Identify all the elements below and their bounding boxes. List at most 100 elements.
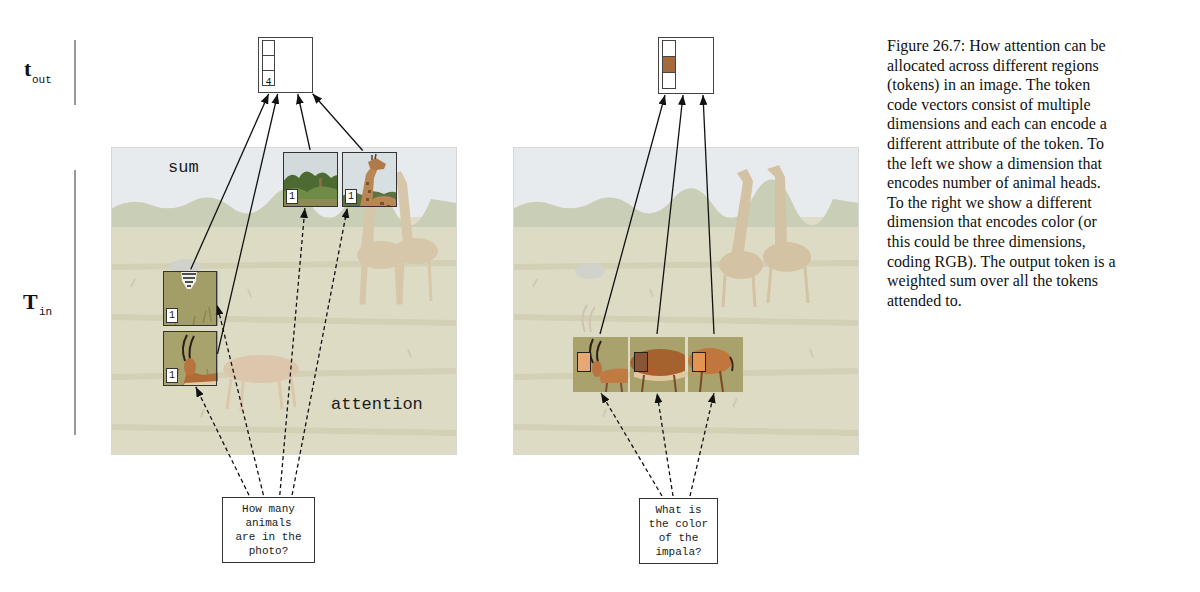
patch-picture-part-part <box>182 274 196 286</box>
head-count: 1 <box>166 308 178 323</box>
operation-label: sum <box>168 158 199 177</box>
patch-picture <box>342 152 398 212</box>
vector-cell <box>262 40 275 56</box>
photo-left-part-part <box>111 147 457 455</box>
patch-picture-part-part <box>163 271 218 326</box>
faint-giraffes-part <box>401 261 431 301</box>
colour-swatch <box>578 353 591 372</box>
patch-picture-part-part-part <box>366 182 369 185</box>
faint-giraffes-part <box>731 169 753 259</box>
attention-arrows-part <box>657 393 673 496</box>
faint-zebra <box>575 263 605 279</box>
photo-left-part <box>111 147 457 455</box>
patch-picture-part <box>163 271 218 326</box>
sum-arrows <box>600 95 714 334</box>
patch-picture-part-part <box>366 182 390 207</box>
patch-picture-part <box>688 337 743 392</box>
patch-picture-part-part <box>573 337 628 392</box>
question-text: What is the color of the impala? <box>644 503 713 559</box>
patch-picture-part-part <box>283 171 338 207</box>
vector-cell: 4 <box>262 70 275 86</box>
question-box: How many animals are in the photo? <box>222 497 315 563</box>
faint-giraffes-part <box>723 275 755 307</box>
head-count: 1 <box>166 368 178 383</box>
count-value: 4 <box>265 76 271 90</box>
patch-picture-part-part <box>368 158 386 170</box>
faint-giraffes-part <box>361 265 401 303</box>
token-subscript: in <box>39 306 52 318</box>
faint-giraffes <box>357 165 438 303</box>
output-token: 4 <box>258 37 313 93</box>
operation-label: attention <box>331 395 423 414</box>
sum-arrow <box>313 94 363 151</box>
output-token-part <box>663 73 676 89</box>
colour-swatch <box>635 353 648 372</box>
photo-right-part <box>514 148 859 455</box>
patch-picture <box>573 337 628 392</box>
question-box: What is the color of the impala? <box>639 498 718 564</box>
patch-picture-part <box>163 331 218 386</box>
patch-picture-part-part <box>590 339 601 363</box>
faint-giraffes-part <box>719 251 763 279</box>
attention-arrows <box>601 393 714 496</box>
patch-picture-part-part <box>599 369 628 384</box>
faint-giraffes-part <box>767 165 787 247</box>
output-token <box>659 38 714 94</box>
patch-picture-part <box>342 152 397 207</box>
token-symbol: T <box>23 290 38 314</box>
patch-picture-part-part <box>372 154 376 160</box>
image-token: 1 <box>163 271 217 326</box>
patch-picture <box>283 152 338 207</box>
question-text: How many animals are in the photo? <box>234 502 303 558</box>
photo-right-part-part <box>513 147 859 455</box>
patch-picture-part-part <box>183 335 194 361</box>
patch-picture <box>163 267 218 326</box>
photo-left-part <box>112 148 457 455</box>
sum-arrows-part <box>657 95 683 334</box>
patch-picture <box>630 337 690 392</box>
faint-giraffes-part <box>768 267 808 303</box>
patch-picture-part-part <box>606 383 622 392</box>
attention-arrow <box>280 208 305 495</box>
patch-picture-part-part <box>163 331 218 386</box>
head-count: 1 <box>345 189 357 204</box>
patch-picture <box>163 331 218 386</box>
faint-impala-part <box>227 377 295 411</box>
patch-picture-part-part <box>688 337 743 392</box>
output-token-part <box>663 41 676 57</box>
sum-arrows-part <box>600 95 665 334</box>
attention-arrow <box>217 305 263 495</box>
faint-giraffes-part <box>394 238 438 264</box>
image-token: 1 <box>342 152 397 207</box>
patch-picture-part-part <box>167 307 211 326</box>
colour-swatch <box>693 353 706 372</box>
sum-arrow <box>298 94 310 150</box>
vector-cell <box>262 55 275 71</box>
patch-picture-part-part <box>184 358 196 376</box>
head-count: 1 <box>286 189 298 204</box>
attention-arrow <box>196 387 249 495</box>
image-token: 1 <box>283 152 338 207</box>
patch-picture-part-part <box>634 371 685 381</box>
photo-left <box>111 147 457 455</box>
patch-picture-part-part-part <box>368 190 371 193</box>
faint-horns <box>582 305 595 332</box>
patch-picture-part <box>630 337 685 392</box>
axis-bracket-part <box>75 40 76 105</box>
sum-arrows-part <box>703 95 714 334</box>
patch-picture-part-part <box>283 152 338 207</box>
faint-giraffes <box>719 165 811 307</box>
patch-picture-part-part <box>283 186 338 207</box>
photo-right <box>513 147 859 455</box>
attention-arrow <box>292 208 347 495</box>
patch-picture <box>688 337 743 392</box>
output-token-part <box>659 38 714 94</box>
patch-picture-part-part-part <box>366 198 369 201</box>
image-token: 1 <box>163 331 217 386</box>
axis-bracket-part <box>75 170 76 435</box>
patch-picture-part-part <box>700 371 723 392</box>
output-token-part <box>663 57 676 73</box>
attention-arrows-part <box>690 393 714 496</box>
patch-picture-part-part <box>688 348 732 374</box>
